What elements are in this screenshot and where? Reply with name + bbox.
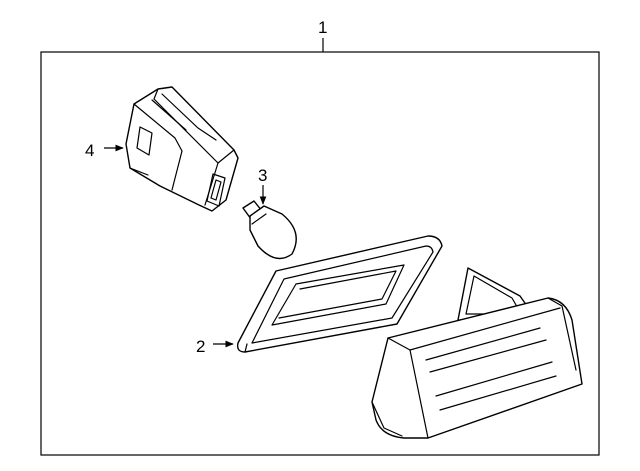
callout-3-label: 3 [258, 166, 267, 185]
callout-2-label: 2 [196, 337, 205, 356]
socket-part [125, 86, 239, 212]
callout-4-label: 4 [85, 141, 94, 160]
bulb-part [242, 200, 297, 260]
lamp-housing [371, 267, 583, 439]
callout-1: 1 [318, 18, 327, 37]
assembly-frame [40, 51, 600, 456]
lens-part [236, 235, 443, 353]
